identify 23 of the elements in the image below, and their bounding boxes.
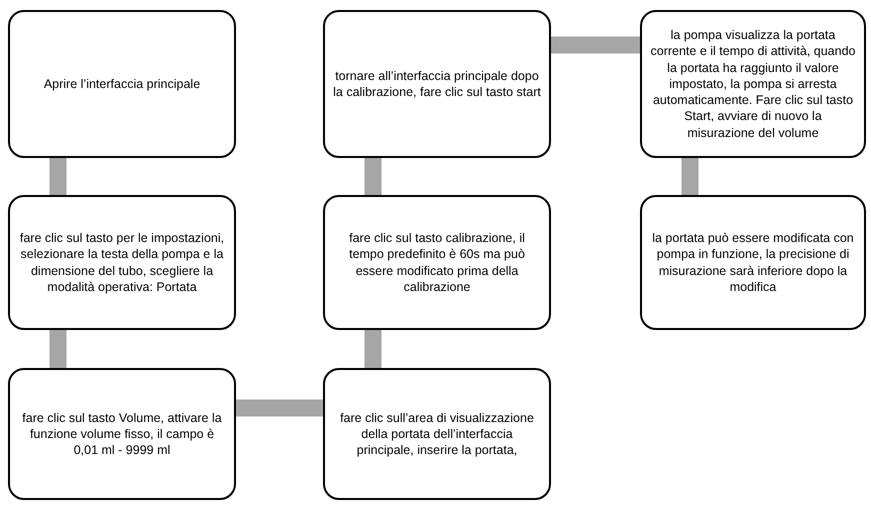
process-box (8, 368, 236, 500)
connector-bar (236, 400, 323, 416)
process-box (323, 10, 551, 158)
process-box (8, 195, 236, 330)
connector-bar (682, 158, 698, 195)
process-box (323, 368, 551, 500)
process-box (323, 195, 551, 330)
step-text: tornare all’interfaccia principale dopo la calibrazione, fare clic sul tasto start (333, 68, 541, 100)
process-box (640, 10, 866, 158)
connector-bar (364, 330, 382, 368)
step-text: fare clic sull’area di visualizzazione della portata dell’interfaccia principale, inserire la portata, (339, 410, 535, 458)
connector-bar (364, 158, 382, 195)
step-text: fare clic sul tasto Volume, attivare la funzione volume fisso, il campo è 0,01 ml - 9999 ml (21, 410, 223, 458)
process-box (640, 195, 866, 330)
step-text: fare clic sul tasto per le impostazioni, selezionare la testa della pompa e la dimensione del tubo, scegliere la modalità operativa: Portata (18, 230, 226, 295)
step-text: la pompa visualizza la portata corrente e il tempo di attività, quando la portata ha raggiunto il valore impostato, la pompa si arresta automaticamente. Fare clic sul tasto Start, avviare di nuovo la misurazione del volume (650, 27, 856, 141)
step-text: fare clic sul tasto calibrazione, il tempo predefinito è 60s ma può essere modificato prima della calibrazione (348, 230, 526, 295)
connector-bar (50, 330, 66, 368)
process-box (8, 10, 236, 158)
step-text: Aprire l’interfaccia principale (44, 76, 200, 92)
connector-bar (50, 158, 66, 195)
step-text: la portata può essere modificata con pompa in funzione, la precisione di misurazione sarà inferiore dopo la modifica (651, 230, 855, 295)
connector-bar (551, 36, 640, 54)
